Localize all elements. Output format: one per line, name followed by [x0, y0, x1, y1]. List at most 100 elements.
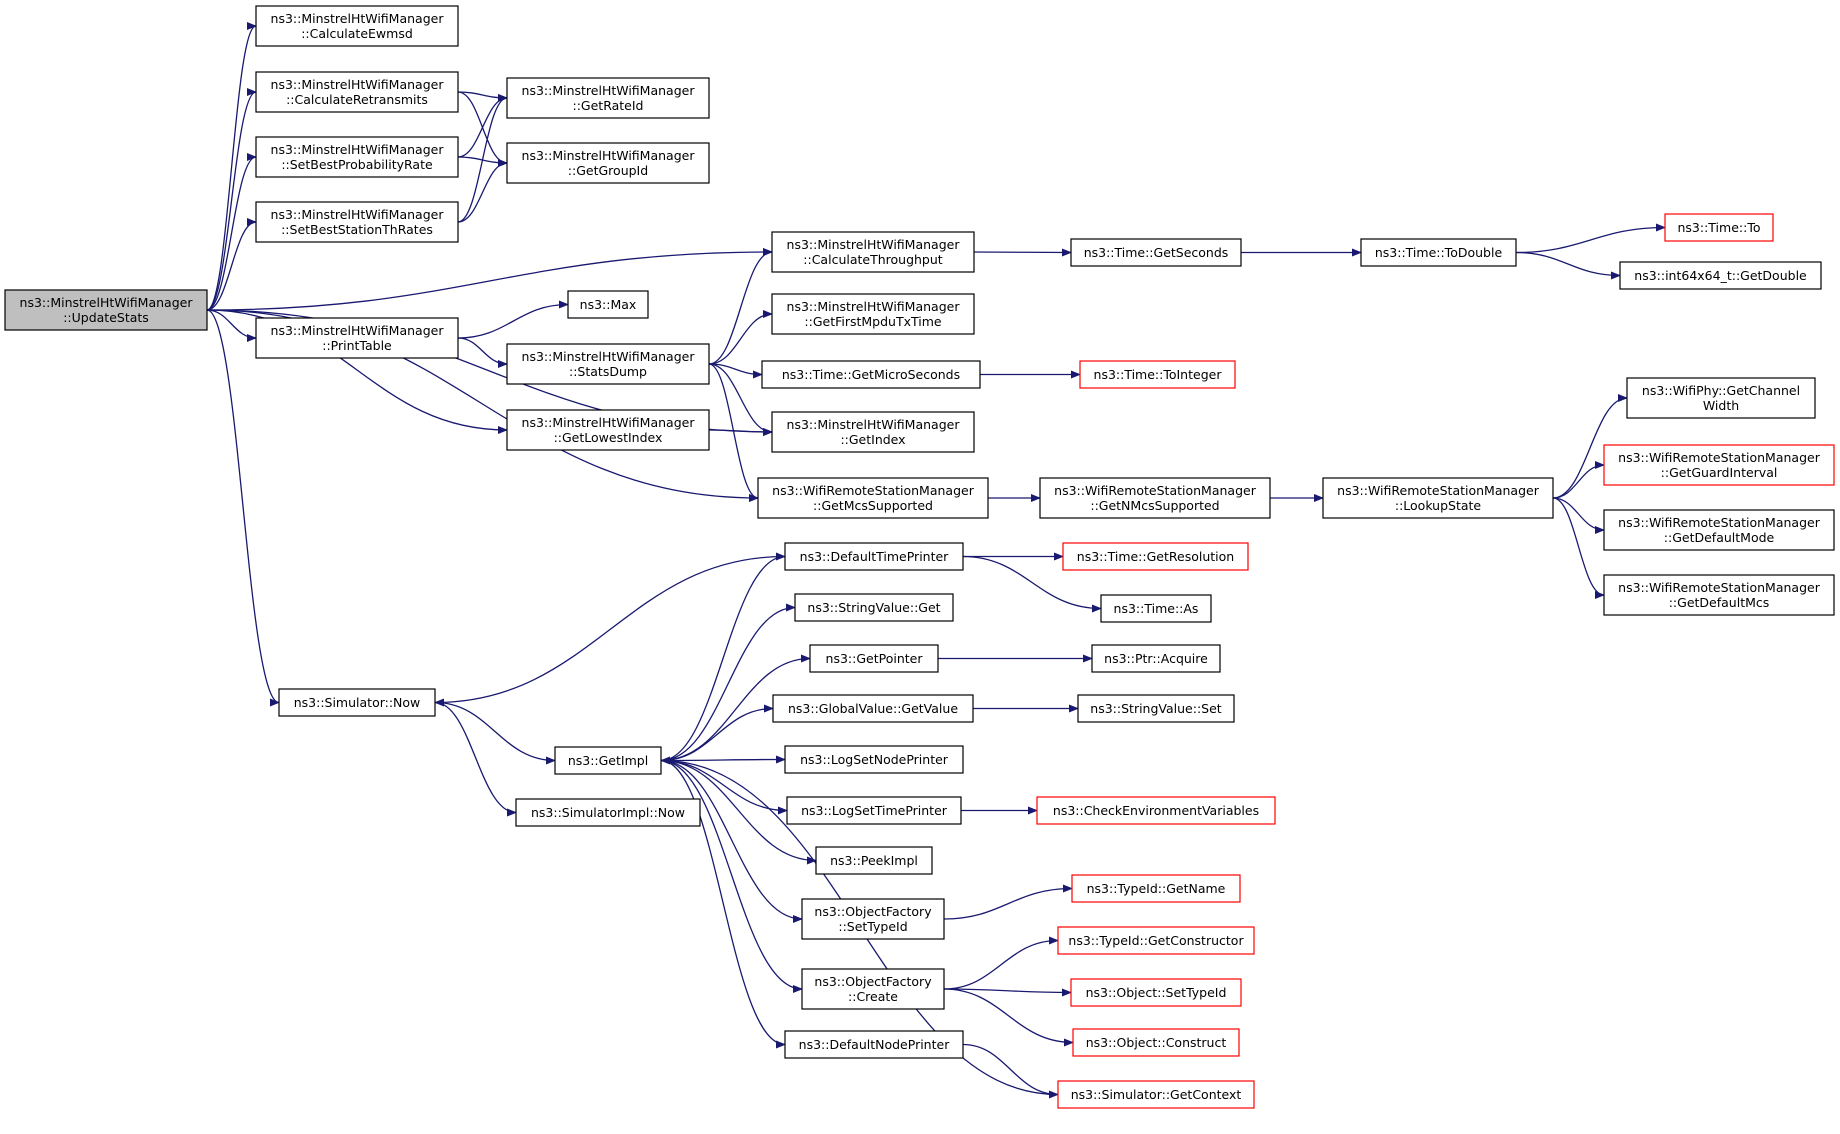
node-set-best-station[interactable]: ns3::MinstrelHtWifiManager::SetBestStati…: [255, 201, 459, 243]
edge-stats-dump-to-get-first-mpdu: [708, 310, 773, 365]
node-box: [1070, 978, 1242, 1007]
node-box: [278, 688, 436, 717]
node-ptr-acquire[interactable]: ns3::Ptr::Acquire: [1091, 644, 1221, 673]
node-label: ns3::MinstrelHtWifiManager: [787, 417, 961, 432]
node-get-mcs-supported[interactable]: ns3::WifiRemoteStationManager::GetMcsSup…: [757, 477, 989, 519]
node-label: ns3::MinstrelHtWifiManager: [787, 299, 961, 314]
node-lookup-state[interactable]: ns3::WifiRemoteStationManager::LookupSta…: [1322, 477, 1554, 519]
node-log-set-time-printer[interactable]: ns3::LogSetTimePrinter: [786, 796, 962, 825]
node-get-impl[interactable]: ns3::GetImpl: [554, 746, 662, 775]
node-time-to-double[interactable]: ns3::Time::ToDouble: [1360, 238, 1517, 267]
node-simulator-now[interactable]: ns3::Simulator::Now: [278, 688, 436, 717]
node-box: [771, 411, 975, 453]
node-time-to-integer[interactable]: ns3::Time::ToInteger: [1079, 360, 1236, 389]
node-type-id-get-name[interactable]: ns3::TypeId::GetName: [1071, 874, 1241, 903]
node-get-rate-id[interactable]: ns3::MinstrelHtWifiManager::GetRateId: [506, 77, 710, 119]
node-get-first-mpdu[interactable]: ns3::MinstrelHtWifiManager::GetFirstMpdu…: [771, 293, 975, 335]
node-box: [1070, 238, 1242, 267]
node-set-best-prob[interactable]: ns3::MinstrelHtWifiManager::SetBestProba…: [255, 136, 459, 178]
node-label: ns3::WifiRemoteStationManager: [1337, 483, 1540, 498]
node-stats-dump[interactable]: ns3::MinstrelHtWifiManager::StatsDump: [506, 343, 710, 385]
node-max[interactable]: ns3::Max: [567, 290, 649, 319]
node-label: ns3::MinstrelHtWifiManager: [271, 323, 445, 338]
node-label: ns3::CheckEnvironmentVariables: [1053, 803, 1259, 818]
edge-get-lowest-index-to-get-index: [708, 427, 773, 436]
node-label: ns3::DefaultTimePrinter: [800, 549, 950, 564]
node-peek-impl[interactable]: ns3::PeekImpl: [815, 846, 933, 875]
node-calc-throughput[interactable]: ns3::MinstrelHtWifiManager::CalculateThr…: [771, 231, 975, 273]
edge-of-create-to-object-construct: [943, 988, 1074, 1047]
node-label: ns3::Simulator::Now: [294, 695, 421, 710]
node-print-table[interactable]: ns3::MinstrelHtWifiManager::PrintTable: [255, 317, 459, 359]
node-label: ns3::int64x64_t::GetDouble: [1634, 268, 1807, 283]
node-get-guard-interval[interactable]: ns3::WifiRemoteStationManager::GetGuardI…: [1603, 444, 1835, 486]
node-get-index[interactable]: ns3::MinstrelHtWifiManager::GetIndex: [771, 411, 975, 453]
node-label: ns3::Object::Construct: [1086, 1035, 1227, 1050]
node-label: ns3::Simulator::GetContext: [1071, 1087, 1242, 1102]
node-label: ns3::StringValue::Set: [1090, 701, 1221, 716]
node-time-as[interactable]: ns3::Time::As: [1100, 594, 1212, 623]
node-box: [1091, 644, 1221, 673]
node-get-nmcs-supported[interactable]: ns3::WifiRemoteStationManager::GetNMcsSu…: [1039, 477, 1271, 519]
node-box: [1039, 477, 1271, 519]
node-label: ::GetFirstMpduTxTime: [804, 314, 942, 329]
node-label: ns3::LogSetNodePrinter: [800, 752, 949, 767]
edge-lookup-state-to-get-channel-width: [1552, 394, 1628, 499]
node-global-value-get-value[interactable]: ns3::GlobalValue::GetValue: [772, 694, 974, 723]
edge-of-set-type-id-to-type-id-get-name: [943, 884, 1073, 920]
node-get-default-mcs[interactable]: ns3::WifiRemoteStationManager::GetDefaul…: [1603, 574, 1835, 616]
node-string-value-get[interactable]: ns3::StringValue::Get: [794, 593, 954, 622]
node-box: [506, 409, 710, 451]
node-get-pointer[interactable]: ns3::GetPointer: [809, 644, 939, 673]
node-object-set-type-id[interactable]: ns3::Object::SetTypeId: [1070, 978, 1242, 1007]
edge-simulator-now-to-simulator-impl-now: [434, 701, 517, 817]
node-of-create[interactable]: ns3::ObjectFactory::Create: [801, 968, 945, 1010]
edge-default-time-printer-to-simulator-now: [434, 555, 786, 707]
edge-default-time-printer-to-time-as: [962, 555, 1102, 613]
node-type-id-get-constructor[interactable]: ns3::TypeId::GetConstructor: [1057, 926, 1255, 955]
node-string-value-set[interactable]: ns3::StringValue::Set: [1077, 694, 1235, 723]
node-label: ns3::DefaultNodePrinter: [799, 1037, 951, 1052]
node-simulator-get-context[interactable]: ns3::Simulator::GetContext: [1057, 1080, 1255, 1109]
node-default-node-printer[interactable]: ns3::DefaultNodePrinter: [784, 1030, 964, 1059]
node-box: [255, 136, 459, 178]
node-log-set-node-printer[interactable]: ns3::LogSetNodePrinter: [784, 745, 964, 774]
node-calc-ewmsd[interactable]: ns3::MinstrelHtWifiManager::CalculateEwm…: [255, 5, 459, 47]
node-time-to[interactable]: ns3::Time::To: [1664, 213, 1774, 242]
node-label: ns3::MinstrelHtWifiManager: [522, 148, 696, 163]
node-update-stats[interactable]: ns3::MinstrelHtWifiManager::UpdateStats: [4, 289, 208, 331]
node-box: [1079, 360, 1236, 389]
edge-set-best-station-to-get-group-id: [457, 159, 508, 223]
node-box: [1619, 261, 1822, 290]
node-box: [255, 5, 459, 47]
edge-print-table-to-max: [457, 300, 569, 339]
node-calc-retransmits[interactable]: ns3::MinstrelHtWifiManager::CalculateRet…: [255, 71, 459, 113]
node-check-env-vars[interactable]: ns3::CheckEnvironmentVariables: [1036, 796, 1276, 825]
node-label: ns3::WifiRemoteStationManager: [1618, 450, 1821, 465]
node-object-construct[interactable]: ns3::Object::Construct: [1072, 1028, 1240, 1057]
node-int64-get-double[interactable]: ns3::int64x64_t::GetDouble: [1619, 261, 1822, 290]
edge-get-impl-to-default-node-printer: [660, 759, 786, 1049]
node-label: ns3::StringValue::Get: [807, 600, 940, 615]
node-get-micro-seconds[interactable]: ns3::Time::GetMicroSeconds: [761, 360, 981, 389]
node-box: [771, 231, 975, 273]
node-time-get-seconds[interactable]: ns3::Time::GetSeconds: [1070, 238, 1242, 267]
node-label: ns3::ObjectFactory: [814, 974, 932, 989]
node-get-default-mode[interactable]: ns3::WifiRemoteStationManager::GetDefaul…: [1603, 509, 1835, 551]
node-label: ns3::WifiRemoteStationManager: [1618, 580, 1821, 595]
node-label: ::SetBestProbabilityRate: [281, 157, 433, 172]
node-get-group-id[interactable]: ns3::MinstrelHtWifiManager::GetGroupId: [506, 142, 710, 184]
node-of-set-type-id[interactable]: ns3::ObjectFactory::SetTypeId: [801, 898, 945, 940]
edge-get-impl-to-log-set-node-printer: [660, 755, 786, 764]
node-box: [1626, 377, 1816, 419]
node-default-time-printer[interactable]: ns3::DefaultTimePrinter: [784, 542, 964, 571]
edge-get-impl-to-default-time-printer: [660, 552, 786, 762]
node-simulator-impl-now[interactable]: ns3::SimulatorImpl::Now: [515, 798, 701, 827]
node-box: [801, 968, 945, 1010]
node-get-lowest-index[interactable]: ns3::MinstrelHtWifiManager::GetLowestInd…: [506, 409, 710, 451]
node-time-get-resolution[interactable]: ns3::Time::GetResolution: [1062, 542, 1249, 571]
node-box: [506, 142, 710, 184]
node-label: ::GetNMcsSupported: [1090, 498, 1219, 513]
